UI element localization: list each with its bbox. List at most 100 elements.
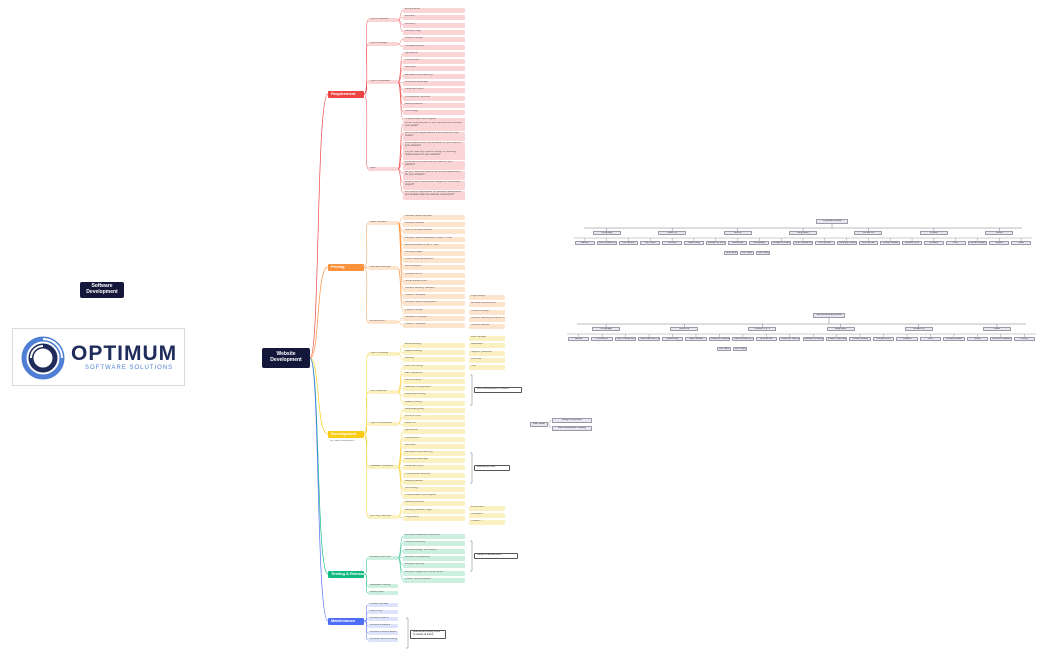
org-page[interactable]: Banner bbox=[568, 337, 590, 341]
org-page[interactable]: Contact Us Form bbox=[705, 241, 726, 245]
hosting-sub-leaf[interactable]: Web Storage bbox=[469, 336, 505, 341]
leaf-item[interactable]: Content Delivery Network bbox=[403, 287, 465, 292]
leaf-item[interactable]: Email Business (Free 1 Year) bbox=[403, 243, 465, 249]
leaf-item[interactable]: Standard Template bbox=[403, 315, 465, 321]
leaf-item[interactable]: Plan the Listing bbox=[403, 364, 465, 370]
org-page[interactable]: Company Overview bbox=[836, 241, 857, 245]
org-page[interactable]: Who we are bbox=[755, 337, 778, 341]
side-card-root[interactable]: Web Guide bbox=[530, 422, 548, 427]
org-page[interactable]: Product Specifications bbox=[825, 337, 848, 341]
leaf-item[interactable]: SSL Certificate Website bbox=[403, 229, 465, 235]
org-page[interactable]: Social bbox=[966, 337, 989, 341]
org-root[interactable]: Corporate Website bbox=[816, 219, 848, 224]
group-pricing-1[interactable]: Business Website bbox=[368, 266, 398, 270]
leaf-item[interactable]: HTML & CSS bbox=[403, 415, 465, 420]
org-page[interactable]: FAQ bbox=[945, 241, 966, 245]
leaf-item[interactable]: Contact Forms bbox=[403, 272, 465, 278]
org-section[interactable]: Footer bbox=[982, 327, 1011, 331]
group-maintenance-1[interactable]: Bug Fixing bbox=[368, 610, 398, 614]
leaf-item[interactable]: Booking Website Plugin bbox=[403, 508, 465, 514]
leaf-item[interactable]: Space Hosting bbox=[403, 350, 465, 356]
org-section[interactable]: About Us bbox=[670, 327, 699, 331]
pricing-sub-leaf[interactable]: Website Development bbox=[469, 302, 505, 308]
side-card-item[interactable]: Web Development Strategy bbox=[552, 426, 592, 431]
org-section[interactable]: Contact Us bbox=[904, 327, 933, 331]
hosting-sub-leaf[interactable]: SSL bbox=[469, 365, 505, 371]
leaf-item[interactable]: SEO Keywords bbox=[403, 371, 465, 377]
leaf-item[interactable]: Who is your target audience and what are… bbox=[403, 131, 465, 141]
org-subpage[interactable]: Who we are bbox=[724, 251, 738, 255]
category-development[interactable]: Development bbox=[328, 431, 364, 438]
hosting-sub-leaf[interactable]: Webmail bbox=[469, 357, 505, 363]
leaf-item[interactable]: Custom Design bbox=[403, 308, 465, 314]
leaf-item[interactable]: Marketing Email bbox=[403, 501, 465, 507]
leaf-item[interactable]: Construction bbox=[403, 436, 465, 442]
category-note[interactable]: Full Stack Development bbox=[330, 440, 355, 442]
leaf-item[interactable]: Education and Learning bbox=[403, 451, 465, 456]
org-page[interactable]: Contact Form bbox=[902, 241, 922, 245]
leaf-item[interactable]: React JS bbox=[403, 422, 465, 428]
leaf-item[interactable]: Content Accuracy bbox=[403, 541, 465, 547]
org-section[interactable]: Homepage bbox=[592, 327, 621, 331]
group-development-0[interactable]: Type of Hosting bbox=[368, 352, 398, 356]
leaf-item[interactable]: Email Hosting bbox=[403, 343, 465, 348]
org-subpage[interactable]: Our History bbox=[756, 251, 770, 255]
org-page[interactable]: Location bbox=[896, 337, 918, 341]
leaf-item[interactable]: Domain Name Registration bbox=[403, 301, 465, 307]
org-page[interactable]: Contact Details bbox=[880, 241, 901, 245]
category-pricing[interactable]: Pricing bbox=[328, 264, 364, 271]
org-section[interactable]: Blog/News bbox=[789, 231, 817, 235]
org-page[interactable]: Latest Blog bbox=[684, 241, 704, 245]
group-testing-2[interactable]: Deployment bbox=[368, 591, 398, 595]
org-page[interactable]: Contact Details bbox=[967, 241, 988, 245]
group-testing-0[interactable]: Website Test Plan bbox=[368, 556, 398, 560]
org-page[interactable]: Case Studies bbox=[685, 337, 707, 341]
org-subpage[interactable]: Our Team bbox=[717, 347, 731, 351]
leaf-item[interactable]: Set up Robots bbox=[403, 379, 465, 384]
leaf-item[interactable]: Domain Name Registration (Free 1 Year) bbox=[403, 236, 465, 242]
leaf-item[interactable]: Blog/News Listing bbox=[403, 393, 465, 399]
org-page[interactable]: Testimonial bbox=[727, 241, 748, 245]
org-page[interactable]: Who we are bbox=[858, 241, 879, 245]
leaf-item[interactable]: Food and Beverage bbox=[403, 81, 465, 86]
org-section[interactable]: Service bbox=[723, 231, 752, 235]
leaf-item[interactable]: Custom Template bbox=[403, 294, 465, 300]
leaf-item[interactable]: Check: Test Feedback bbox=[403, 577, 465, 583]
annotation-box[interactable]: Setup Checklist/Form bbox=[474, 553, 518, 559]
leaf-item[interactable]: Template Design bbox=[403, 44, 465, 50]
hosting-sub-leaf[interactable]: Support (Website) bbox=[469, 350, 505, 356]
group-development-3[interactable]: Available Templates bbox=[368, 465, 398, 469]
leaf-item[interactable]: Landing Page bbox=[403, 29, 465, 35]
org-page[interactable]: Whitepaper bbox=[749, 241, 770, 245]
leaf-item[interactable]: What is the purpose of your website and … bbox=[403, 122, 465, 131]
org-page[interactable]: Support bbox=[989, 241, 1010, 245]
annotation-box[interactable]: Marketing Tools bbox=[474, 465, 510, 471]
org-page[interactable]: Call-to-Action (CTA/Newsletter) bbox=[732, 337, 754, 341]
org-page[interactable]: Latest Blog bbox=[661, 337, 684, 341]
leaf-item[interactable]: Food and Beverage bbox=[403, 458, 465, 464]
org-section[interactable]: Product bbox=[919, 231, 948, 235]
org-section[interactable]: Contact Us bbox=[854, 231, 883, 235]
leaf-item[interactable]: Business bbox=[403, 66, 465, 72]
third-party-leaf[interactable]: ChatGPT bbox=[469, 520, 505, 526]
leaf-item[interactable]: Directory bbox=[403, 22, 465, 28]
org-page[interactable]: Terms & Conditions bbox=[990, 337, 1012, 341]
group-development-1[interactable]: CRC Features bbox=[368, 390, 398, 394]
org-page[interactable]: Privacy bbox=[1013, 337, 1035, 341]
third-party-leaf[interactable]: ClickBank bbox=[469, 513, 505, 519]
leaf-item[interactable]: Technology bbox=[403, 487, 465, 492]
leaf-item[interactable]: Hosting bbox=[403, 357, 465, 363]
leaf-item[interactable]: Priority Hosting/Sections bbox=[403, 258, 465, 264]
org-page[interactable]: Promotions bbox=[591, 337, 613, 341]
third-party-leaf[interactable]: WordPress bbox=[469, 506, 505, 511]
org-page[interactable]: FAQ bbox=[919, 337, 942, 341]
org-page[interactable]: Mission & Vision bbox=[771, 241, 792, 245]
org-page[interactable]: Our Client bbox=[640, 241, 661, 245]
leaf-item[interactable]: Professional Services bbox=[403, 95, 465, 101]
leaf-item[interactable]: Copywriting bbox=[403, 515, 465, 521]
leaf-item[interactable]: Transportation and Logistic bbox=[403, 117, 465, 123]
leaf-item[interactable]: Landing Pages bbox=[403, 251, 465, 256]
leaf-item[interactable]: Beauty/Fashion bbox=[403, 102, 465, 108]
side-card-item[interactable]: Design Component bbox=[552, 418, 592, 423]
leaf-item[interactable]: Website bbox=[403, 15, 465, 21]
